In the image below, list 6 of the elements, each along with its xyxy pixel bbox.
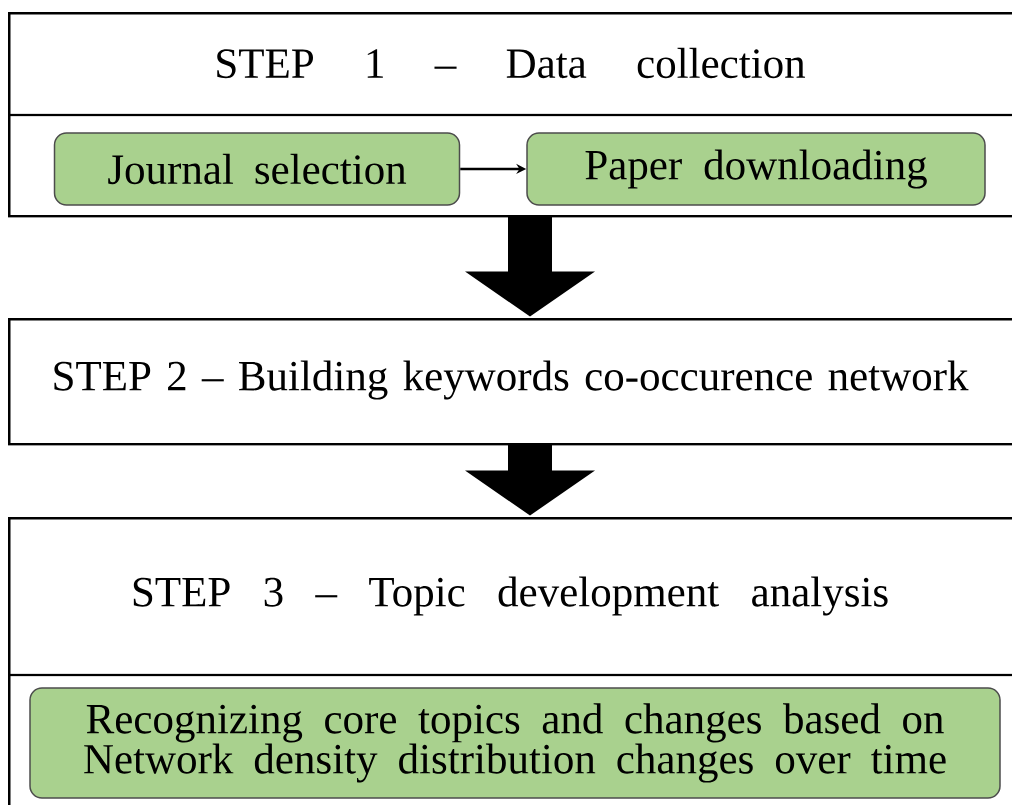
process-box: Journal selection xyxy=(53,132,461,206)
step-box: STEP 2 – Building keywords co-occurence network xyxy=(8,318,1012,446)
process-box: Recognizing core topics and changes based on Network density distribution changes over time xyxy=(29,687,1001,799)
block-arrow xyxy=(465,216,595,317)
block-arrow xyxy=(465,444,595,516)
process-box: Paper downloading xyxy=(526,132,986,206)
